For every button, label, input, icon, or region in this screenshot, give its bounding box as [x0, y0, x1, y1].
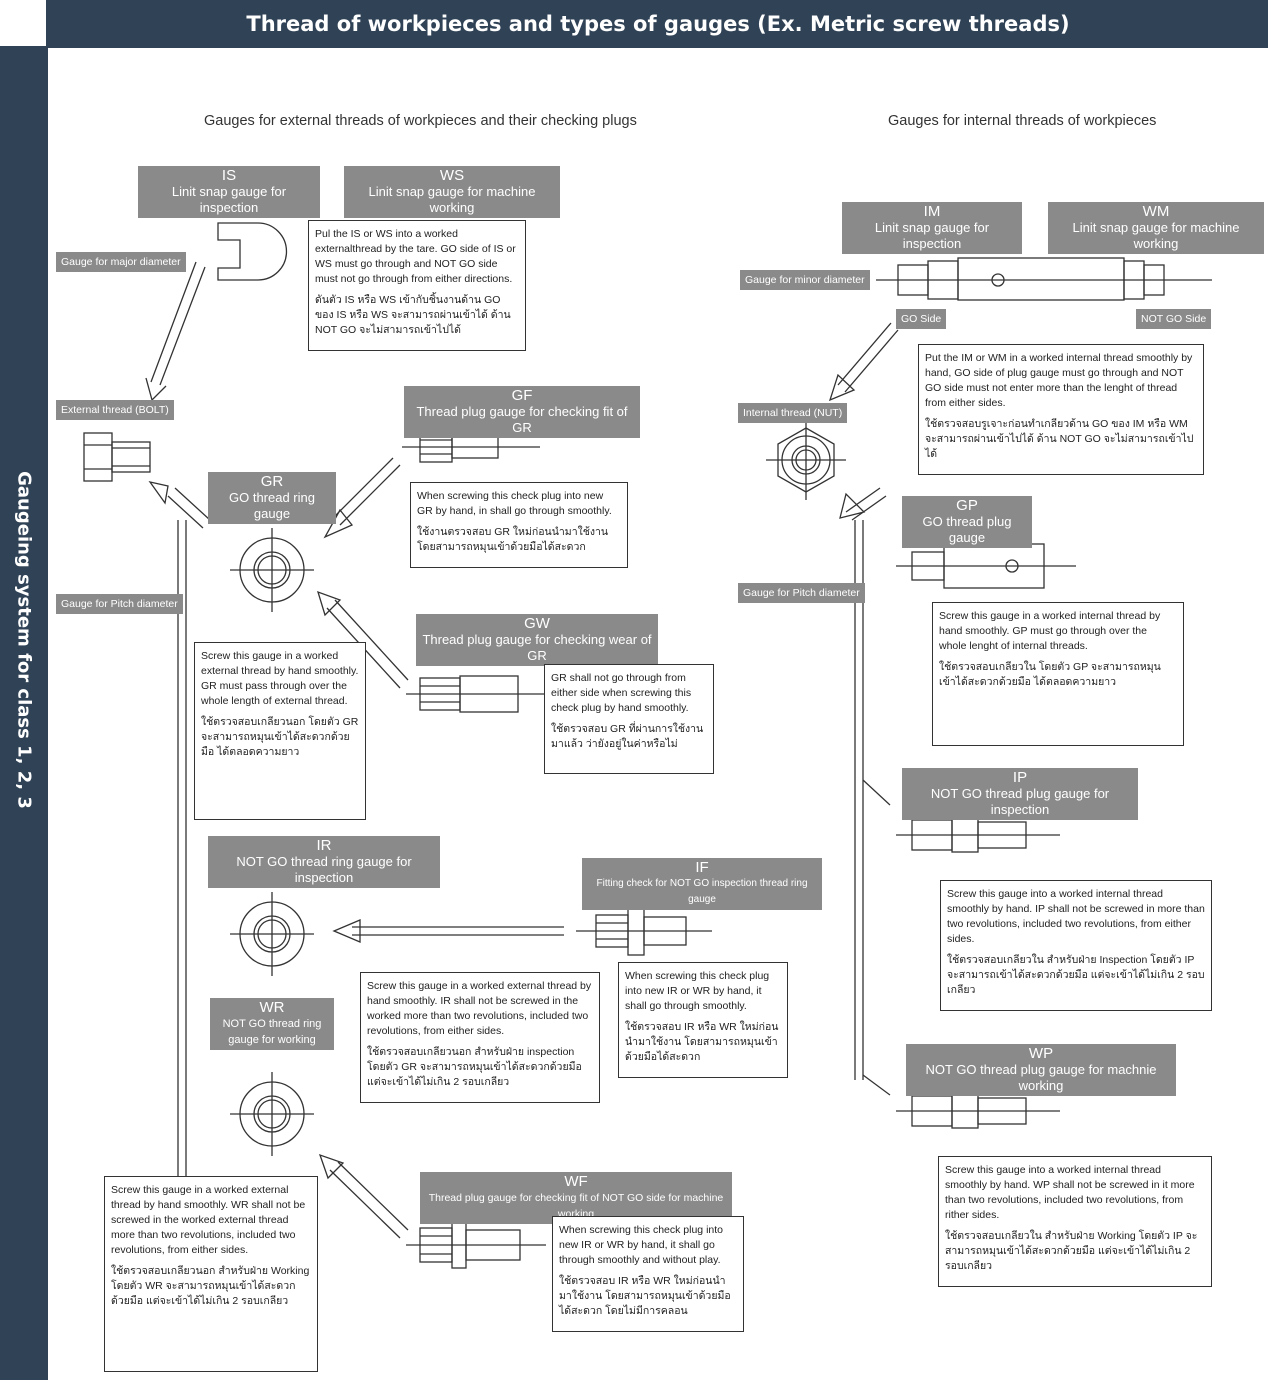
snap-gauge-shape	[217, 222, 288, 281]
arrow-if-to-ir	[332, 919, 564, 943]
arrow-pitch-to-bolt	[148, 480, 211, 529]
note-gp: Screw this gauge in a worked internal th…	[932, 602, 1184, 746]
note-wp: Screw this gauge into a worked internal …	[938, 1156, 1212, 1287]
label-major-diameter: Gauge for major diameter	[56, 252, 186, 272]
if-plug-drawing	[576, 906, 712, 956]
label-not-go-side: NOT GO Side	[1136, 309, 1212, 329]
note-gw: GR shall not go through from either side…	[544, 664, 714, 774]
corner-block	[0, 0, 48, 48]
arrow-wf-to-wr	[318, 1153, 409, 1239]
label-go-side: GO Side	[896, 309, 947, 329]
note-wr: Screw this gauge in a worked external th…	[104, 1176, 318, 1372]
gr-ring-drawing	[230, 528, 314, 612]
arrow-gf-to-gr	[323, 457, 401, 539]
note-ir: Screw this gauge in a worked external th…	[360, 972, 600, 1103]
page-title: Thread of workpieces and types of gauges…	[246, 12, 1070, 36]
note-wf: When screwing this check plug into new I…	[552, 1216, 744, 1332]
wf-plug-drawing	[406, 1221, 546, 1269]
note-ip: Screw this gauge into a worked internal …	[940, 880, 1212, 1011]
arrow-major-to-bolt	[145, 261, 206, 402]
section-internal-heading: Gauges for internal threads of workpiece…	[888, 113, 1157, 129]
label-external-bolt: External thread (BOLT)	[56, 400, 174, 420]
sidebar	[0, 48, 48, 1380]
label-internal-nut: Internal thread (NUT)	[738, 403, 848, 423]
label-minor-diameter: Gauge for minor diameter	[740, 270, 870, 290]
pitch-line-int	[854, 520, 864, 1080]
note-gr: Screw this gauge in a worked external th…	[194, 642, 366, 820]
ip-plug-drawing	[896, 817, 1060, 853]
wr-ring-drawing	[230, 1072, 314, 1156]
arrow-minor-to-nut	[828, 322, 899, 402]
note-im: Put the IM or WM in a worked internal th…	[918, 344, 1204, 475]
note-gf: When screwing this check plug into new G…	[410, 482, 628, 568]
gp-plug-drawing	[896, 543, 1076, 589]
im-wm-drawing	[876, 257, 1212, 301]
pitch-line-ext	[177, 520, 187, 1200]
gw-plug-drawing	[406, 675, 546, 713]
bolt-drawing	[83, 432, 151, 482]
gf-plug-drawing	[402, 431, 540, 463]
ir-ring-drawing	[230, 892, 314, 976]
pitch-branch-ip	[862, 779, 891, 806]
note-if: When screwing this check plug into new I…	[618, 962, 788, 1078]
label-pitch-int: Gauge for Pitch diameter	[738, 583, 865, 603]
wp-plug-drawing	[896, 1093, 1060, 1129]
section-external-heading: Gauges for external threads of workpiece…	[204, 113, 637, 129]
nut-drawing	[766, 420, 846, 500]
note-ws: Pul the IS or WS into a worked externalt…	[308, 220, 526, 351]
arrow-pitch-to-nut	[839, 487, 887, 521]
title-bar	[0, 0, 1268, 48]
label-pitch-ext: Gauge for Pitch diameter	[56, 594, 183, 614]
pitch-branch-wp	[862, 1074, 891, 1096]
